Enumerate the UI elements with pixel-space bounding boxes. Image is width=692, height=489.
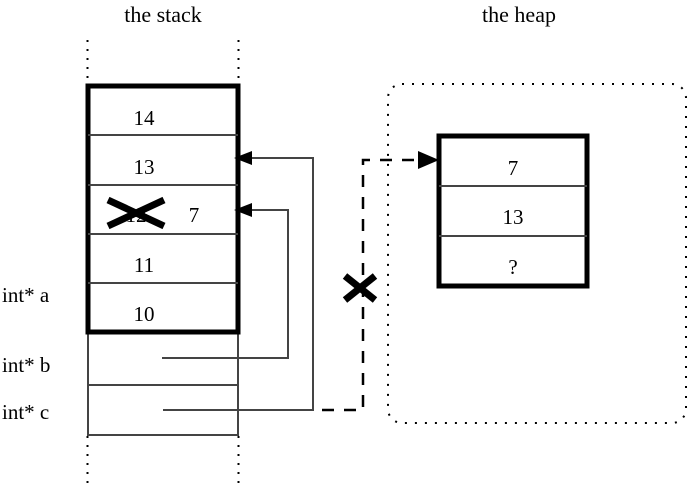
stack-variable-slots	[87, 332, 239, 436]
pointer-c-arrow	[163, 151, 314, 411]
heap-cell-value-0: 7	[508, 156, 519, 180]
heap-region-title: the heap	[482, 2, 556, 27]
stack-extent-dotted-bottom	[86, 436, 240, 486]
stack-cell-value-4: 10	[134, 302, 155, 326]
heap-cell-value-2: ?	[508, 255, 517, 279]
variable-label-a: int* a	[2, 283, 50, 307]
stack-frame-box	[85, 83, 241, 335]
stack-extent-dotted-top	[86, 40, 240, 85]
stack-cell-value-3: 11	[134, 253, 154, 277]
stack-cell-value-0: 14	[134, 106, 156, 130]
stack-region-title: the stack	[124, 2, 202, 27]
stack-cell-value-2: 7	[189, 203, 200, 227]
invalid-pointer-x-icon	[342, 273, 378, 303]
strikeout-x-icon	[106, 196, 166, 230]
variable-label-c: int* c	[2, 400, 49, 424]
heap-block-box	[436, 133, 590, 289]
variable-label-b: int* b	[2, 353, 50, 377]
stack-cell-value-1: 13	[134, 155, 155, 179]
heap-cell-value-1: 13	[503, 205, 524, 229]
stale-pointer-dashed	[322, 151, 439, 412]
pointer-b-arrow	[162, 203, 289, 359]
